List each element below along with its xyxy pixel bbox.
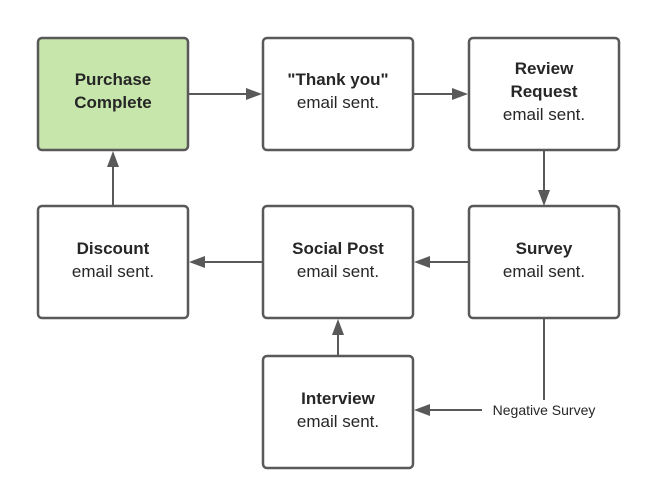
- arrowhead-right: [246, 88, 262, 100]
- node-review-request: Review Request email sent.: [467, 36, 621, 152]
- node-title: Purchase: [75, 70, 152, 89]
- node-title: Complete: [74, 93, 151, 112]
- node-title: Review: [515, 59, 574, 78]
- node-title: Social Post: [292, 239, 384, 258]
- arrowhead-up: [107, 151, 119, 167]
- node-discount: Discount email sent.: [36, 204, 190, 320]
- node-title: Survey: [516, 239, 573, 258]
- edge-discount-to-purchase: [107, 151, 119, 206]
- node-thank-you: "Thank you" email sent.: [261, 36, 415, 152]
- node-subtitle: email sent.: [503, 262, 585, 281]
- node-title: Interview: [301, 389, 375, 408]
- edge-review-to-survey: [538, 151, 550, 206]
- edge-label-negative-survey: Negative Survey: [493, 402, 596, 418]
- edge-purchase-to-thanks: [188, 88, 262, 100]
- node-subtitle: email sent.: [297, 262, 379, 281]
- node-subtitle: email sent.: [503, 105, 585, 124]
- node-subtitle: email sent.: [72, 262, 154, 281]
- node-interview: Interview email sent.: [261, 354, 415, 470]
- edge-social-to-discount: [189, 256, 263, 268]
- edge-label-background: [482, 400, 606, 420]
- edge-survey-to-social: [414, 256, 469, 268]
- node-survey: Survey email sent.: [467, 204, 621, 320]
- node-subtitle: email sent.: [297, 412, 379, 431]
- arrowhead-up: [332, 319, 344, 335]
- edge-thanks-to-review: [413, 88, 468, 100]
- node-social-post: Social Post email sent.: [261, 204, 415, 320]
- node-purchase-complete: Purchase Complete: [36, 36, 190, 152]
- arrowhead-left: [414, 256, 430, 268]
- node-title: Request: [510, 82, 577, 101]
- edge-interview-to-social: [332, 319, 344, 355]
- edge-survey-to-interview: Negative Survey: [414, 319, 606, 420]
- node-subtitle: email sent.: [297, 93, 379, 112]
- node-title: "Thank you": [287, 70, 388, 89]
- arrowhead-down: [538, 190, 550, 206]
- arrowhead-left: [414, 404, 430, 416]
- arrowhead-left: [189, 256, 205, 268]
- arrowhead-right: [452, 88, 468, 100]
- node-title: Discount: [77, 239, 150, 258]
